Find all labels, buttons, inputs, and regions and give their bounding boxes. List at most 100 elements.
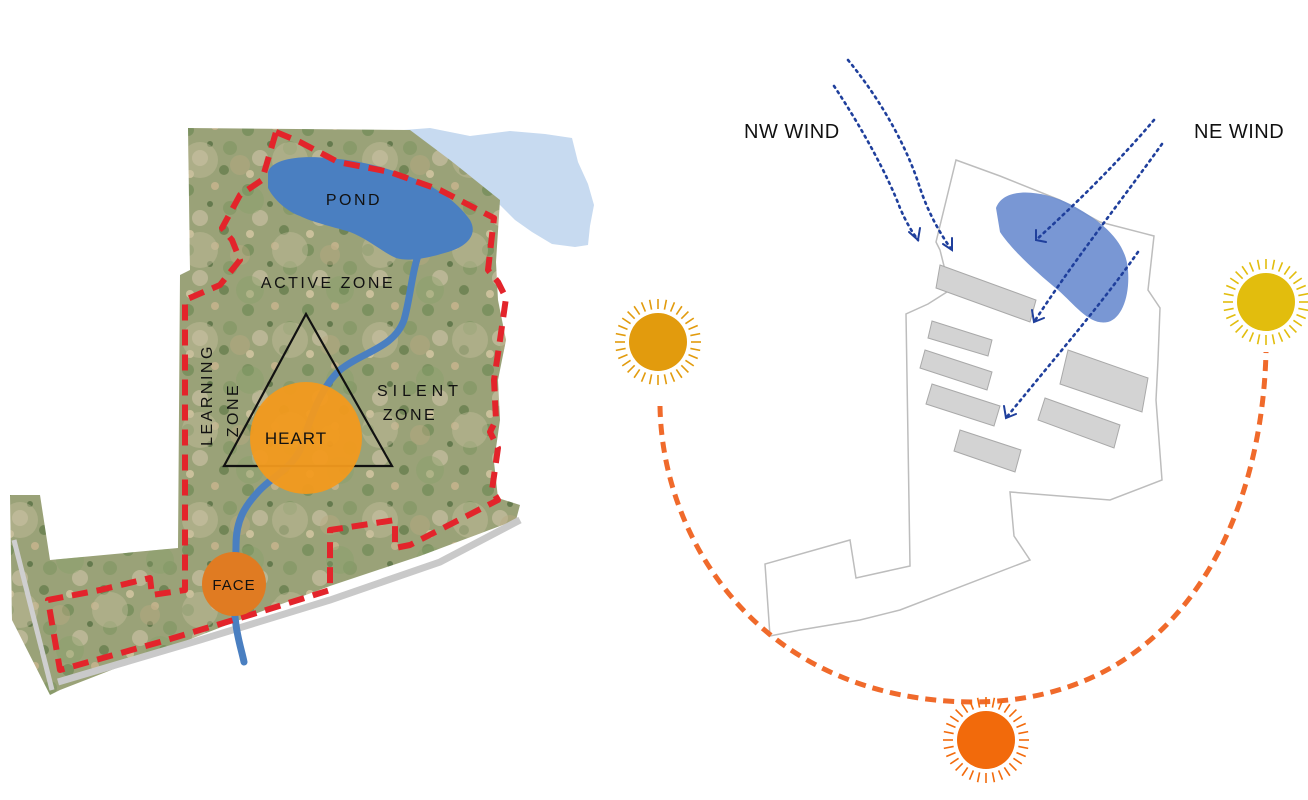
arrowhead <box>908 227 921 242</box>
sun-ray <box>949 715 960 723</box>
building <box>919 349 993 391</box>
sun-ray <box>955 709 964 718</box>
sun-ray <box>1008 762 1017 771</box>
sun-ray <box>1018 730 1029 735</box>
active-zone-label: ACTIVE ZONE <box>261 275 395 292</box>
sun-disc <box>629 313 687 371</box>
silent-zone-label-line2: ZONE <box>383 407 437 424</box>
sun-ray <box>684 359 695 367</box>
sun-ray <box>997 699 1004 710</box>
silent-zone-label-line1: SILENT <box>377 383 463 400</box>
sun-ray <box>1283 328 1291 339</box>
sun-ray <box>1288 271 1297 280</box>
wind-arrow-icon <box>846 58 954 252</box>
building <box>925 383 1001 427</box>
face-label: FACE <box>212 577 255 594</box>
sun-ray <box>615 332 626 337</box>
sun-icon <box>1223 259 1308 345</box>
building <box>1059 349 1149 413</box>
sun-ray <box>648 299 653 310</box>
building <box>953 429 1022 473</box>
sun-ray <box>949 757 960 765</box>
road <box>57 516 522 686</box>
sun-ray <box>1298 307 1308 312</box>
sun-ray <box>633 368 641 379</box>
sun-ray <box>621 359 632 367</box>
sun-ray <box>1288 324 1297 333</box>
wind-arrows <box>832 58 1164 420</box>
sun-ray <box>1241 265 1249 276</box>
sun-ray <box>1248 261 1255 272</box>
sun-ray <box>1012 757 1023 765</box>
sun-ray <box>1225 313 1236 320</box>
pond-label: POND <box>326 192 382 209</box>
building <box>1037 397 1121 449</box>
side-road <box>11 539 55 691</box>
sun-ray <box>688 324 699 331</box>
sun-disc <box>957 711 1015 769</box>
sun-ray <box>997 770 1004 781</box>
sun-ray <box>943 745 954 750</box>
sun-ray <box>945 722 956 729</box>
wind-arrow-icon <box>1034 118 1156 242</box>
sun-ray <box>991 772 996 783</box>
sun-ray <box>1016 722 1027 729</box>
wind-arrow-icon <box>1032 142 1164 324</box>
sun-ray <box>648 374 653 385</box>
sun-ray <box>684 317 695 325</box>
sun-ray <box>669 372 676 383</box>
sun-ray <box>968 770 975 781</box>
sun-icon <box>943 697 1029 783</box>
sun-ray <box>663 299 668 310</box>
building <box>927 320 993 357</box>
sun-ray <box>976 772 981 783</box>
arrowhead <box>942 237 953 252</box>
sun-ray <box>1018 745 1029 750</box>
learning-zone-label-line1: LEARNING <box>199 344 216 446</box>
sun-ray <box>1296 313 1307 320</box>
sun-ray <box>955 762 964 771</box>
sun-ray <box>1003 703 1011 714</box>
sun-ray <box>1229 319 1240 327</box>
sun-ray <box>968 699 975 710</box>
sun-ray <box>1012 715 1023 723</box>
sun-ray <box>1229 277 1240 285</box>
sun-ray <box>976 697 981 708</box>
sun-ray <box>1225 284 1236 291</box>
sun-ray <box>675 305 683 316</box>
sun-ray <box>690 332 701 337</box>
climate-diagram: NW WIND NE WIND <box>615 58 1308 783</box>
sun-ray <box>1298 292 1308 297</box>
sun-ray <box>627 364 636 373</box>
sun-ray <box>663 374 668 385</box>
sun-ray <box>945 751 956 758</box>
sun-ray <box>1248 332 1255 343</box>
sun-ray <box>640 372 647 383</box>
sun-ray <box>615 347 626 352</box>
sun-ray <box>617 324 628 331</box>
site-boundary <box>45 129 509 673</box>
buildings <box>919 264 1149 473</box>
sun-ray <box>680 311 689 320</box>
sun-ray <box>690 347 701 352</box>
wind-arrowheads <box>908 227 1047 420</box>
sun-ray <box>1296 284 1307 291</box>
wind-arrow-icon <box>1004 250 1140 420</box>
sun-ray <box>680 364 689 373</box>
sun-ray <box>961 766 969 777</box>
sun-icon <box>615 299 701 385</box>
sun-ray <box>621 317 632 325</box>
arrowhead <box>1035 229 1047 243</box>
sun-ray <box>1277 261 1284 272</box>
sun-ray <box>1277 332 1284 343</box>
sun-ray <box>617 353 628 360</box>
sun-ray <box>688 353 699 360</box>
sun-ray <box>1256 334 1261 345</box>
nw-wind-label: NW WIND <box>744 121 840 143</box>
sun-ray <box>1003 766 1011 777</box>
sun-ray <box>1292 319 1303 327</box>
sun-ray <box>1271 334 1276 345</box>
wind-pond <box>996 192 1129 323</box>
heart-label: HEART <box>265 429 327 448</box>
sun-ray <box>1235 271 1244 280</box>
